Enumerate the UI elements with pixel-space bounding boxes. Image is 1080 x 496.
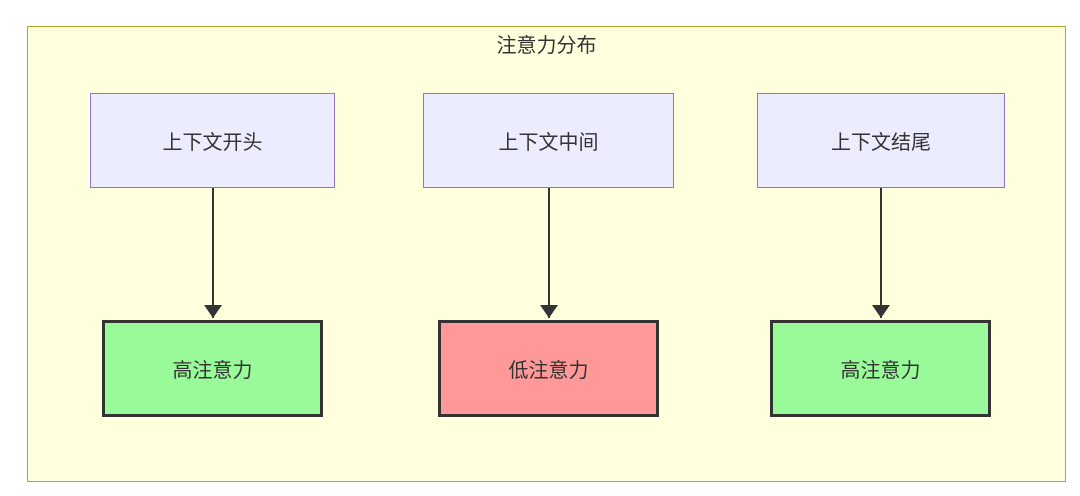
node-context-start: 上下文开头	[90, 93, 335, 188]
node-high-attention-left: 高注意力	[102, 320, 323, 417]
arrow-middle-to-low-icon	[540, 188, 558, 318]
diagram-title: 注意力分布	[496, 35, 597, 57]
arrow-end-to-high-icon	[872, 188, 890, 318]
node-low-attention: 低注意力	[438, 320, 659, 417]
node-high-attention-right: 高注意力	[770, 320, 991, 417]
node-context-end: 上下文结尾	[757, 93, 1005, 188]
node-context-middle: 上下文中间	[423, 93, 674, 188]
arrow-start-to-high-icon	[204, 188, 222, 318]
